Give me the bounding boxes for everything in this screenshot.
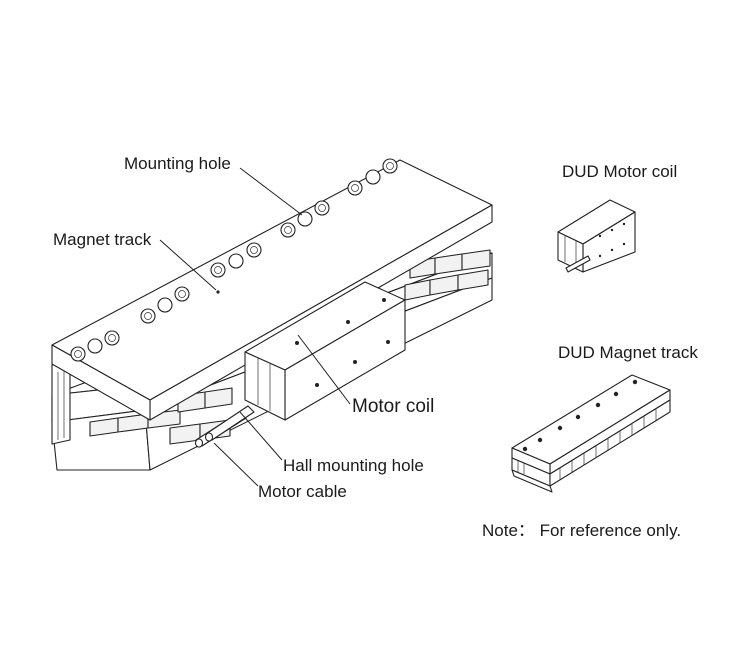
label-dud-motor-coil: DUD Motor coil	[562, 162, 677, 181]
dud-motor-coil-illustration	[557, 199, 636, 273]
mounting-holes	[70, 158, 398, 362]
label-motor-cable: Motor cable	[258, 482, 347, 501]
label-mounting-hole: Mounting hole	[124, 154, 231, 173]
motor-coil-block	[244, 281, 406, 421]
dud-magnet-track-illustration	[511, 374, 671, 493]
top-plate-left	[51, 344, 151, 421]
lower-magnets	[89, 269, 489, 445]
note-text: Note： For reference only.	[482, 521, 681, 540]
label-dud-magnet-track: DUD Magnet track	[558, 343, 698, 362]
label-magnet-track: Magnet track	[53, 230, 152, 249]
label-hall-mounting-hole: Hall mounting hole	[283, 456, 424, 475]
upper-magnets	[177, 249, 491, 413]
end-wall	[51, 361, 71, 445]
main-assembly	[51, 158, 493, 487]
label-motor-coil: Motor coil	[352, 396, 434, 417]
